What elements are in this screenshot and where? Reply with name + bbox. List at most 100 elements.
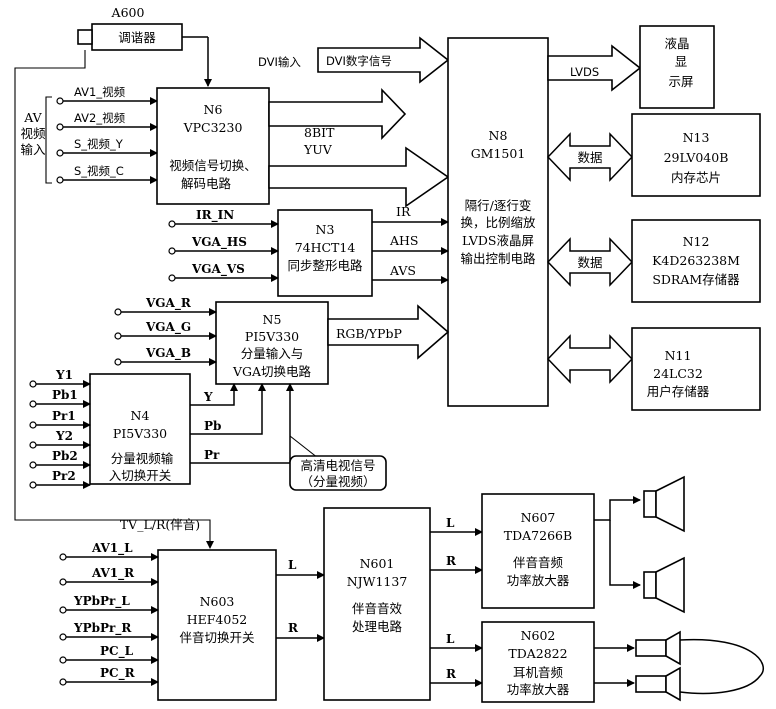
n603-inputs: AV1_L AV1_R YPbPr_L YPbPr_R PC_L PC_R bbox=[59, 541, 159, 686]
n5-input-3: VGA_B bbox=[145, 346, 191, 361]
n4-desc2: 入切换开关 bbox=[109, 468, 172, 483]
av-input-2: AV2_视频 bbox=[74, 111, 126, 125]
n12-desc: SDRAM存储器 bbox=[652, 272, 740, 287]
n8-desc1: 隔行/逐行变 bbox=[465, 198, 532, 213]
n603-input-2: AV1_R bbox=[91, 566, 135, 581]
n603-input-5: PC_L bbox=[100, 644, 134, 659]
n3-outputs: IR AHS AVS bbox=[372, 204, 449, 284]
n8-block: N8 GM1501 隔行/逐行变 换，比例缩放 LVDS液晶屏 输出控制电路 bbox=[447, 37, 549, 407]
n3-input-2: VGA_HS bbox=[191, 235, 247, 250]
n12-block: N12 K4D263238M SDRAM存储器 bbox=[631, 219, 761, 303]
av-group-label-3: 输入 bbox=[20, 142, 46, 157]
n6-chip: VPC3230 bbox=[183, 120, 243, 135]
n603-chip: HEF4052 bbox=[187, 612, 248, 627]
n5-inputs: VGA_R VGA_G VGA_B bbox=[114, 296, 217, 366]
n607-chip: TDA7266B bbox=[504, 528, 572, 543]
n5-input-1: VGA_R bbox=[145, 296, 192, 311]
n3-chip: 74HCT14 bbox=[295, 240, 356, 255]
n4-block: N4 PI5V330 分量视频输 入切换开关 bbox=[89, 373, 191, 485]
lvds-label: LVDS bbox=[570, 65, 599, 79]
n4-input-2: Pb1 bbox=[52, 388, 78, 402]
n4-output-pr: Pr bbox=[204, 448, 220, 462]
speaker-icon-upper bbox=[643, 475, 685, 533]
n12-chip: K4D263238M bbox=[652, 253, 740, 268]
n601-chip: NJW1137 bbox=[347, 574, 408, 589]
n11-chip: 24LC32 bbox=[653, 366, 703, 381]
n8-desc2: 换，比例缩放 bbox=[460, 215, 536, 230]
n603-input-6: PC_R bbox=[100, 666, 136, 681]
n4-output-y: Y bbox=[203, 390, 213, 404]
n4-input-5: Pb2 bbox=[52, 449, 78, 463]
n603-input-4: YPbPr_R bbox=[73, 621, 132, 636]
n3-input-3: VGA_VS bbox=[191, 262, 245, 277]
n5-block: N5 PI5V330 分量输入与 VGA切换电路 bbox=[215, 301, 329, 385]
av-input-lines: AV1_视频 AV2_视频 S_视频_Y S_视频_C bbox=[56, 85, 158, 184]
n3-output-1: IR bbox=[396, 204, 411, 219]
av-input-3: S_视频_Y bbox=[74, 137, 124, 151]
n4-chip: PI5V330 bbox=[113, 426, 167, 441]
av-group-label-1: AV bbox=[23, 110, 42, 125]
n6-block: N6 VPC3230 视频信号切换、 解码电路 bbox=[156, 87, 270, 205]
n4-input-3: Pr1 bbox=[52, 409, 76, 423]
n3-output-3: AVS bbox=[389, 263, 416, 278]
n6-desc2: 解码电路 bbox=[181, 176, 232, 191]
n4-input-6: Pr2 bbox=[52, 469, 76, 483]
n601-n607-l: L bbox=[446, 516, 455, 530]
hd-note-line1: 高清电视信号 bbox=[300, 458, 375, 473]
n5-chip: PI5V330 bbox=[245, 329, 299, 344]
n602-desc1: 耳机音频 bbox=[513, 665, 564, 680]
hd-note-line2: （分量视频） bbox=[300, 474, 375, 489]
dvi-signal-label: DVI数字信号 bbox=[326, 54, 392, 68]
n3-output-2: AHS bbox=[389, 233, 419, 248]
hd-note-leader bbox=[289, 435, 319, 459]
n13-desc: 内存芯片 bbox=[671, 170, 721, 185]
n5-id: N5 bbox=[263, 312, 282, 327]
n3-id: N3 bbox=[316, 222, 335, 237]
n5-to-n8-arrow bbox=[327, 304, 450, 360]
n601-block: N601 NJW1137 伴音音效 处理电路 bbox=[323, 507, 431, 701]
bus-yuv: YUV bbox=[303, 142, 333, 157]
n601-desc2: 处理电路 bbox=[352, 619, 403, 634]
n602-chip: TDA2822 bbox=[508, 646, 567, 661]
lvds-arrow bbox=[547, 44, 642, 92]
n5-input-2: VGA_G bbox=[145, 320, 191, 335]
n8-desc3: LVDS液晶屏 bbox=[462, 233, 534, 248]
n8-desc4: 输出控制电路 bbox=[460, 251, 536, 266]
n607-block: N607 TDA7266B 伴音音频 功率放大器 bbox=[481, 493, 595, 609]
n13-block: N13 29LV040B 内存芯片 bbox=[631, 113, 761, 197]
n4-outputs: Y Pb Pr bbox=[190, 383, 294, 464]
tv-audio-line bbox=[14, 50, 214, 549]
n13-data-label: 数据 bbox=[577, 150, 602, 165]
n602-block: N602 TDA2822 耳机音频 功率放大器 bbox=[481, 621, 595, 703]
tuner-connector-icon bbox=[77, 29, 93, 45]
n4-output-pb: Pb bbox=[204, 419, 221, 433]
speaker-icon-lower bbox=[643, 556, 685, 614]
tuner-label: 调谐器 bbox=[118, 30, 156, 45]
n607-id: N607 bbox=[521, 510, 556, 525]
n8-chip: GM1501 bbox=[471, 146, 526, 161]
tv-audio-label: TV_L/R(伴音) bbox=[120, 517, 200, 532]
n603-out-r: R bbox=[288, 621, 299, 635]
av-input-4: S_视频_C bbox=[74, 164, 124, 178]
n11-data-arrow bbox=[546, 334, 634, 384]
n6-desc1: 视频信号切换、 bbox=[169, 158, 257, 173]
n601-n602-r: R bbox=[446, 667, 457, 681]
n11-block: N11 24LC32 用户存储器 bbox=[631, 327, 761, 411]
n4-desc1: 分量视频输 bbox=[111, 451, 174, 466]
n4-input-1: Y1 bbox=[55, 368, 73, 382]
n3-input-1: IR_IN bbox=[196, 208, 234, 223]
n601-n602-l: L bbox=[446, 632, 455, 646]
n3-inputs: IR_IN VGA_HS VGA_VS bbox=[168, 208, 279, 282]
n603-desc: 伴音切换开关 bbox=[179, 630, 254, 645]
hd-note: 高清电视信号 （分量视频） bbox=[289, 455, 387, 491]
n603-id: N603 bbox=[200, 594, 235, 609]
n607-desc1: 伴音音频 bbox=[513, 555, 564, 570]
av-group-label-2: 视频 bbox=[20, 126, 46, 141]
dvi-input-label: DVI输入 bbox=[258, 55, 301, 69]
n4-id: N4 bbox=[131, 408, 150, 423]
n5-desc2: VGA切换电路 bbox=[232, 364, 312, 379]
lcd-label-1: 液晶 bbox=[664, 36, 689, 51]
headphone-icon bbox=[635, 630, 764, 702]
n12-id: N12 bbox=[683, 234, 710, 249]
